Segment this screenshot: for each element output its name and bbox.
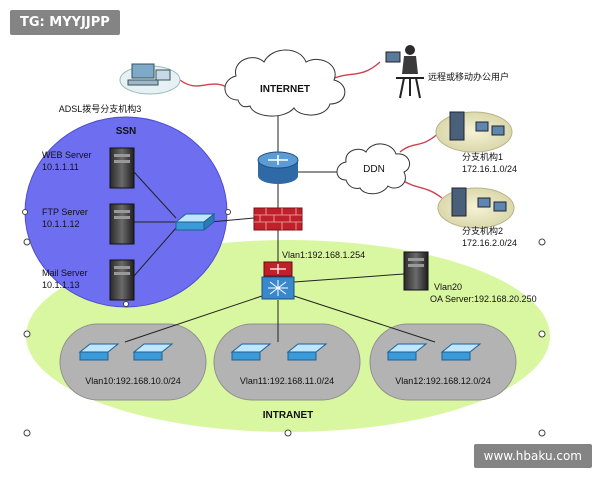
mail-server-ip: 10.1.1.13 bbox=[42, 280, 80, 290]
adsl-branch-label: ADSL拨号分支机构3 bbox=[59, 103, 142, 114]
vlan12-zone bbox=[369, 323, 517, 401]
remote-user-icon bbox=[385, 45, 424, 99]
selection-handles bbox=[22, 209, 546, 437]
link-internet-remote bbox=[329, 61, 381, 81]
ddn-cloud-icon bbox=[336, 143, 411, 195]
branch1-net: 172.16.1.0/24 bbox=[462, 164, 517, 174]
branch2-name: 分支机构2 bbox=[462, 225, 503, 236]
internet-cloud-icon bbox=[224, 49, 346, 117]
vlan11-label: Vlan11:192.168.11.0/24 bbox=[240, 376, 334, 386]
vlan10-switches bbox=[78, 343, 174, 361]
link-core-oa bbox=[293, 273, 405, 283]
ftp-server-label: FTP Server bbox=[42, 207, 88, 217]
vlan12-switches bbox=[386, 343, 482, 361]
internet-label: INTERNET bbox=[260, 84, 310, 95]
intranet-label: INTRANET bbox=[263, 410, 314, 421]
web-server-ip: 10.1.1.11 bbox=[42, 162, 79, 172]
router-icon bbox=[257, 151, 299, 184]
branch1-name: 分支机构1 bbox=[462, 151, 503, 162]
ssn-label: SSN bbox=[116, 126, 137, 137]
watermark-bottom-right: www.hbaku.com bbox=[473, 444, 592, 468]
web-server-label: WEB Server bbox=[42, 150, 92, 160]
firewall-icon bbox=[253, 207, 303, 231]
link-web-switch bbox=[133, 171, 177, 219]
branch2-net: 172.16.2.0/24 bbox=[462, 238, 517, 248]
vlan10-zone bbox=[59, 323, 207, 401]
vlan11-switches bbox=[230, 343, 328, 361]
watermark-top-left: TG: MYYJJPP bbox=[10, 10, 120, 35]
oa-server-icon bbox=[403, 251, 429, 291]
vlan20-label: Vlan20 bbox=[434, 282, 462, 292]
web-server-icon bbox=[109, 147, 135, 189]
remote-user-label: 远程或移动办公用户 bbox=[428, 71, 509, 82]
vlan10-label: Vlan10:192.168.10.0/24 bbox=[85, 376, 181, 386]
core-switch-icon bbox=[261, 261, 295, 300]
branch-office-1-icon bbox=[435, 111, 513, 153]
oa-server-label: OA Server:192.168.20.250 bbox=[430, 294, 537, 304]
link-core-vlan12 bbox=[293, 295, 436, 343]
branch-office-2-icon bbox=[437, 187, 515, 229]
link-mail-switch bbox=[133, 227, 177, 277]
wired-links bbox=[124, 108, 436, 343]
ftp-server-ip: 10.1.1.12 bbox=[42, 219, 80, 229]
vlan12-label: Vlan12:192.168.12.0/24 bbox=[395, 376, 491, 386]
link-firewall-ssn-switch bbox=[209, 217, 255, 223]
link-ddn-branch1 bbox=[399, 131, 441, 153]
link-adsl-internet bbox=[179, 79, 233, 91]
link-ddn-branch2 bbox=[401, 179, 443, 199]
adsl-workstation-icon bbox=[119, 63, 181, 95]
ftp-server-icon bbox=[109, 203, 135, 245]
mail-server-label: Mail Server bbox=[42, 268, 88, 278]
vlan11-zone bbox=[213, 323, 361, 401]
ddn-label: DDN bbox=[363, 164, 385, 175]
mail-server-icon bbox=[109, 259, 135, 301]
link-core-vlan10 bbox=[124, 295, 263, 343]
vlan1-label: Vlan1:192.168.1.254 bbox=[282, 250, 365, 260]
ssn-switch-icon bbox=[174, 212, 216, 232]
